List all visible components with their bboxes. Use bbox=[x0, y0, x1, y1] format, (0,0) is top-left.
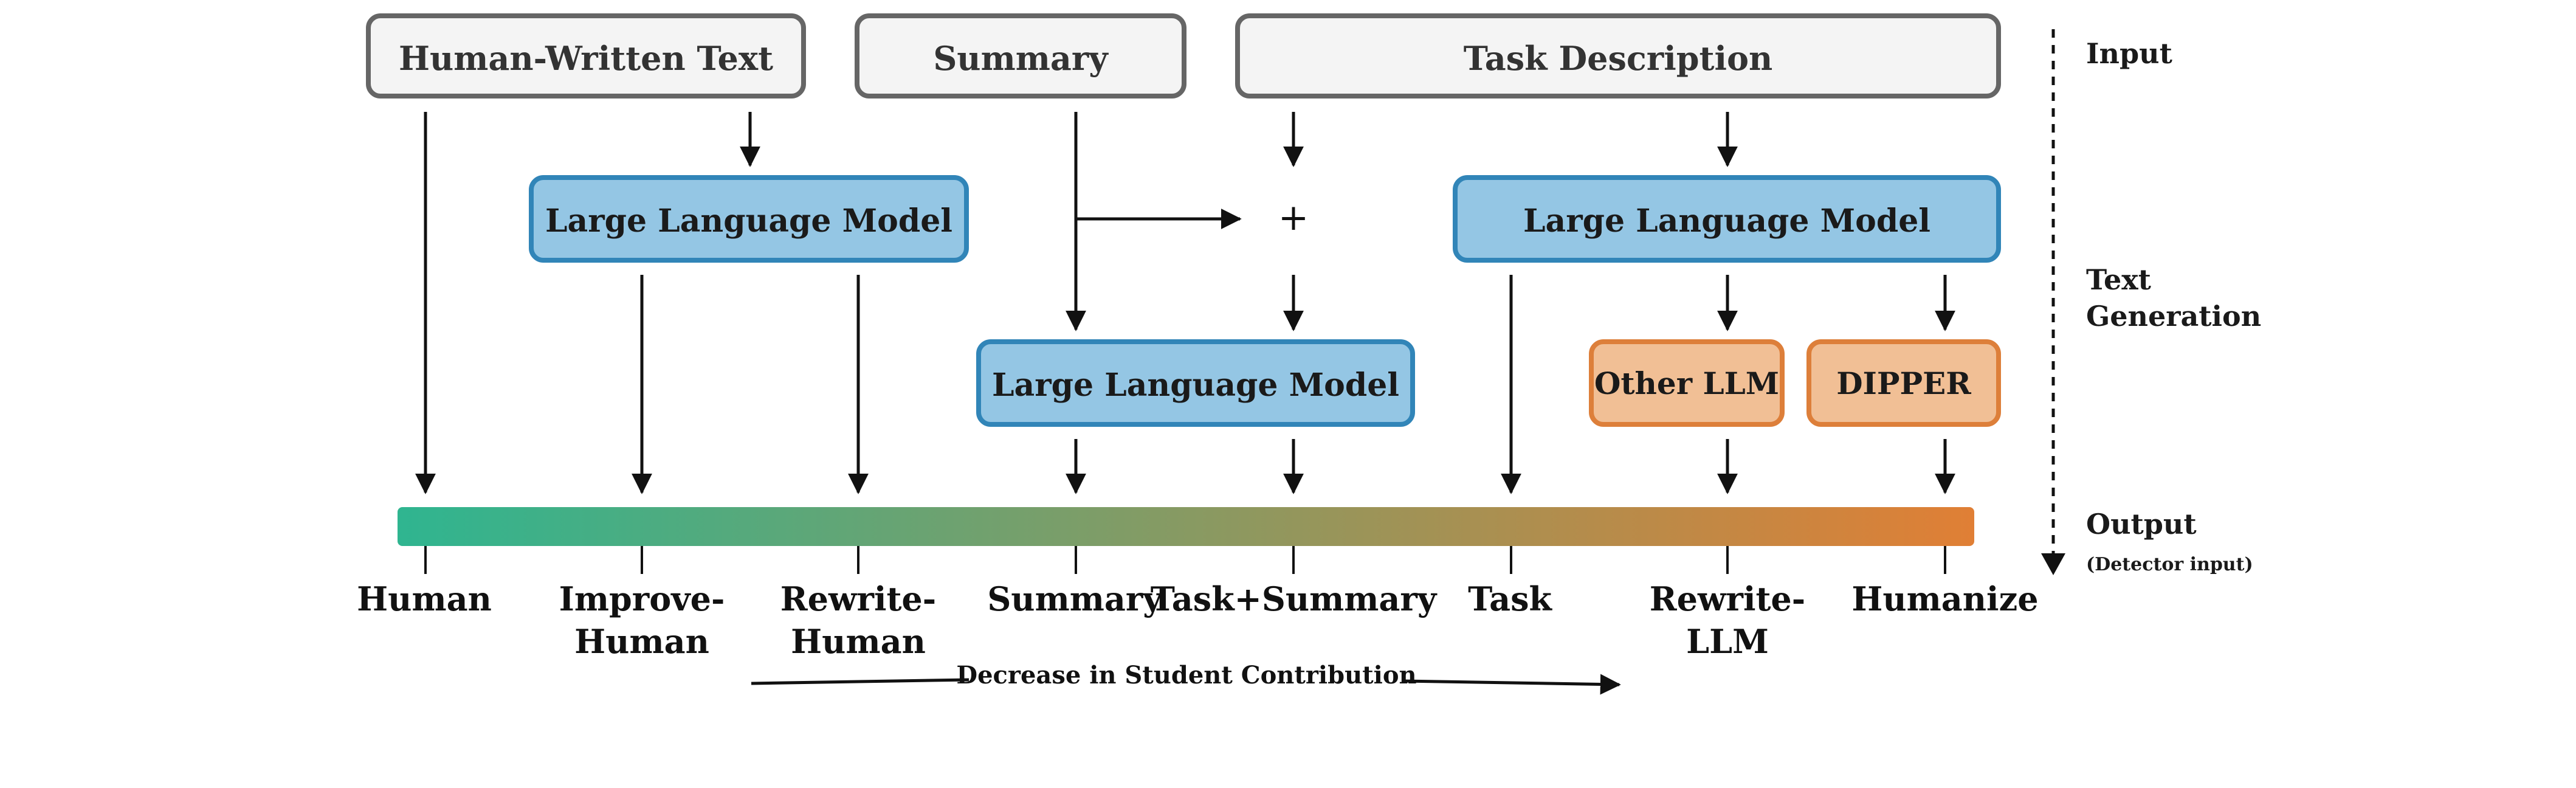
stage-axis bbox=[2041, 29, 2065, 575]
input-label: Summary bbox=[933, 39, 1109, 78]
other-llm-label: Other LLM bbox=[1594, 365, 1779, 401]
flow-arrows bbox=[415, 112, 1955, 494]
input-task-description: Task Description bbox=[1235, 13, 2001, 98]
dipper-rect bbox=[1806, 339, 2001, 427]
stage-text-generation-line2: Generation bbox=[2086, 300, 2261, 333]
condition-summary: Summary bbox=[987, 579, 1163, 618]
input-box bbox=[366, 13, 806, 98]
stage-output-sublabel: (Detector input) bbox=[2086, 554, 2253, 575]
stage-arrowhead bbox=[2041, 553, 2065, 575]
stage-text-generation-line1: Text bbox=[2086, 263, 2152, 296]
student-contribution-indicator: Decrease in Student Contribution bbox=[751, 661, 1621, 695]
llm-label: Large Language Model bbox=[992, 367, 1399, 404]
input-box bbox=[855, 13, 1186, 98]
condition-labels: Human Improve- Human Rewrite- Human Summ… bbox=[357, 579, 2038, 661]
stage-labels: Input Text Generation Output (Detector i… bbox=[2086, 37, 2261, 575]
llm-box bbox=[976, 339, 1415, 427]
llm-box-right: Large Language Model bbox=[1453, 175, 2001, 263]
other-llm-rect bbox=[1589, 339, 1785, 427]
llm-box-middle: Large Language Model bbox=[976, 339, 1415, 427]
llm-box bbox=[1453, 175, 2001, 263]
llm-box-left: Large Language Model bbox=[529, 175, 969, 263]
contribution-label: Decrease in Student Contribution bbox=[956, 661, 1416, 690]
other-llm-box: Other LLM bbox=[1589, 339, 1785, 427]
input-human-written-text: Human-Written Text bbox=[366, 13, 806, 98]
dipper-box: DIPPER bbox=[1806, 339, 2001, 427]
stage-output-label: Output bbox=[2086, 508, 2197, 541]
llm-label: Large Language Model bbox=[545, 202, 952, 240]
plus-operator: + bbox=[1278, 196, 1309, 239]
input-label: Task Description bbox=[1464, 39, 1773, 78]
condition-improve-human-line2: Human bbox=[574, 622, 709, 661]
condition-task: Task bbox=[1468, 579, 1552, 618]
condition-rewrite-llm-line1: Rewrite- bbox=[1650, 579, 1805, 618]
input-box bbox=[1235, 13, 2001, 98]
llm-label: Large Language Model bbox=[1523, 202, 1930, 240]
stage-input-label: Input bbox=[2086, 37, 2173, 70]
input-summary: Summary bbox=[855, 13, 1186, 98]
contribution-line-left bbox=[751, 678, 969, 685]
condition-human: Human bbox=[357, 579, 492, 618]
condition-task-summary: Task+Summary bbox=[1151, 579, 1438, 618]
input-label: Human-Written Text bbox=[399, 39, 773, 78]
condition-rewrite-llm-line2: LLM bbox=[1686, 622, 1769, 661]
llm-box bbox=[529, 175, 969, 263]
output-gradient-bar bbox=[398, 507, 1974, 546]
contribution-arrow-right bbox=[1402, 674, 1621, 695]
condition-humanize: Humanize bbox=[1851, 579, 2038, 618]
condition-improve-human-line1: Improve- bbox=[559, 579, 725, 618]
condition-rewrite-human-line1: Rewrite- bbox=[780, 579, 936, 618]
condition-rewrite-human-line2: Human bbox=[791, 622, 926, 661]
condition-ticks bbox=[424, 546, 1946, 574]
dipper-label: DIPPER bbox=[1836, 365, 1971, 401]
